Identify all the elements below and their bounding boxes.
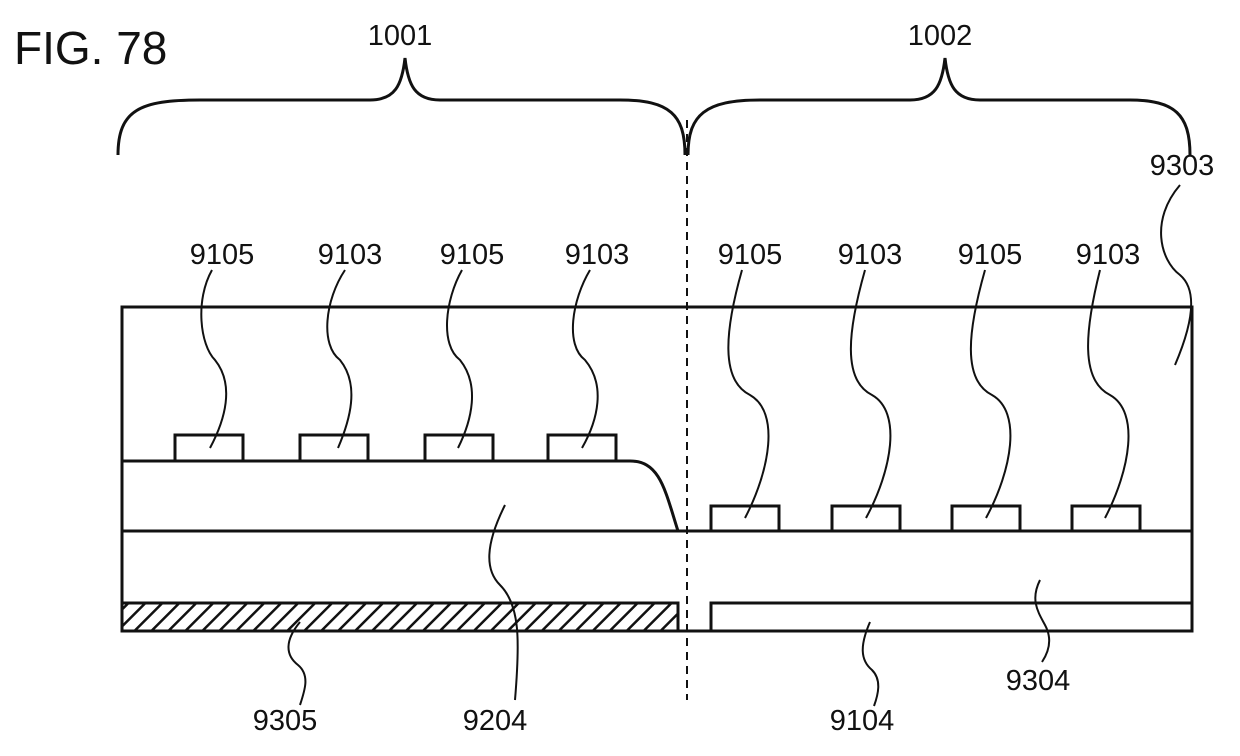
label-left-4: 9103	[565, 239, 630, 271]
electrode-left-1	[175, 435, 243, 461]
leader-left-3	[447, 270, 472, 448]
brace-region-right	[688, 58, 1190, 155]
label-right-1: 9105	[718, 239, 783, 271]
electrode-right-2	[832, 506, 900, 531]
label-upper-substrate: 9303	[1150, 150, 1215, 182]
electrode-right-3	[952, 506, 1020, 531]
step-layer-outline	[122, 461, 678, 531]
electrode-right-4	[1072, 506, 1140, 531]
label-step-layer: 9204	[463, 705, 528, 737]
label-left-1: 9105	[190, 239, 255, 271]
label-hatched-layer: 9305	[253, 705, 318, 737]
label-right-2: 9103	[838, 239, 903, 271]
leader-middle-layer	[1035, 580, 1049, 662]
label-right-plate: 9104	[830, 705, 895, 737]
leader-upper-substrate	[1161, 185, 1191, 365]
label-region-right: 1002	[908, 20, 973, 52]
electrode-left-2	[300, 435, 368, 461]
leader-left-1	[201, 270, 226, 448]
upper-substrate-frame	[122, 307, 1192, 631]
label-region-left: 1001	[368, 20, 433, 52]
leader-hatched-layer	[288, 622, 305, 705]
brace-region-left	[118, 58, 685, 155]
label-right-3: 9105	[958, 239, 1023, 271]
label-middle-layer: 9304	[1006, 665, 1071, 697]
label-left-3: 9105	[440, 239, 505, 271]
leader-right-plate	[863, 622, 879, 706]
label-right-4: 9103	[1076, 239, 1141, 271]
leader-left-4	[573, 270, 598, 448]
label-left-2: 9103	[318, 239, 383, 271]
right-plate	[711, 603, 1192, 631]
figure-title: FIG. 78	[14, 22, 167, 74]
hatched-layer	[122, 603, 678, 631]
leader-left-2	[327, 270, 351, 448]
electrode-right-1	[711, 506, 779, 531]
